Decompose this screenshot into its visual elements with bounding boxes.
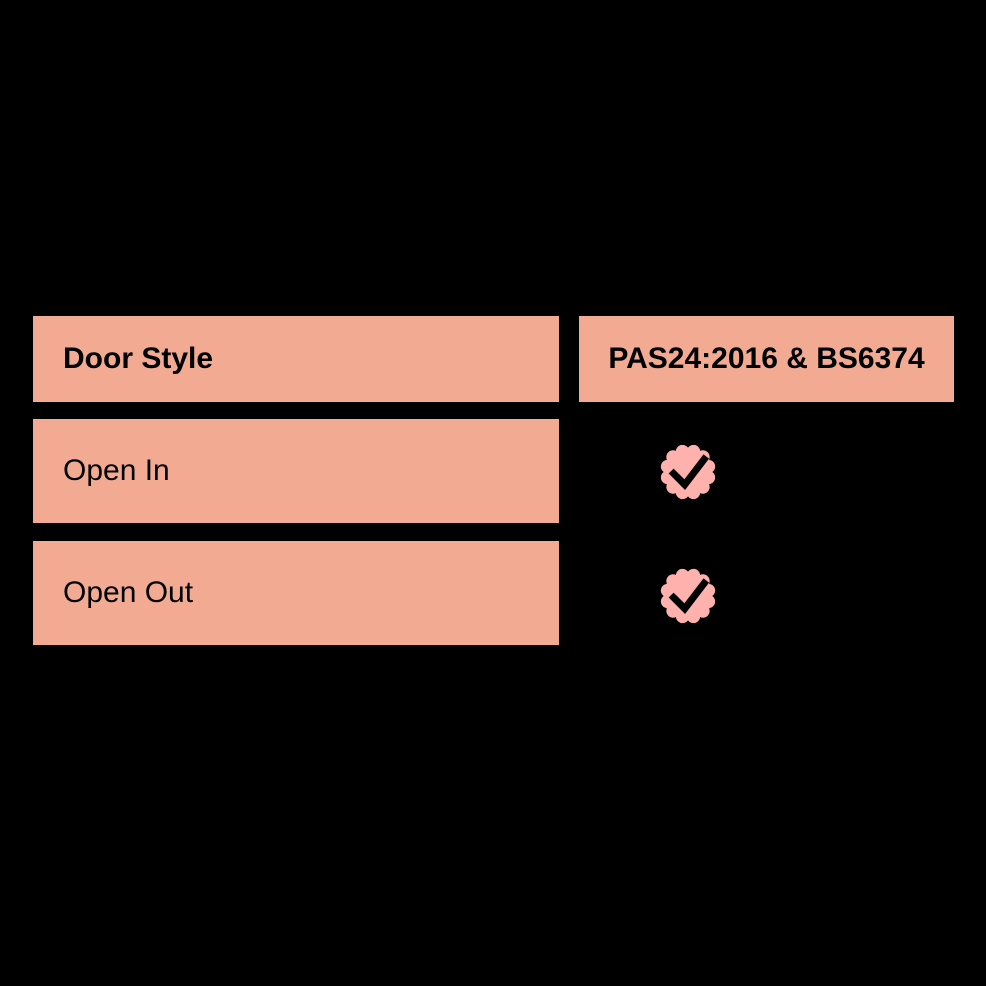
- table-row-open-out: Open Out: [33, 541, 559, 645]
- row-label-open-in: Open In: [63, 454, 170, 487]
- header-cell-certification: PAS24:2016 & BS6374: [579, 316, 954, 402]
- verified-seal-check-icon: [660, 568, 716, 624]
- verified-seal-check-icon: [660, 444, 716, 500]
- header-label-door-style: Door Style: [63, 342, 214, 375]
- header-label-certification: PAS24:2016 & BS6374: [608, 342, 925, 375]
- table-row-open-in: Open In: [33, 419, 559, 523]
- row-label-open-out: Open Out: [63, 576, 194, 609]
- header-cell-door-style: Door Style: [33, 316, 559, 402]
